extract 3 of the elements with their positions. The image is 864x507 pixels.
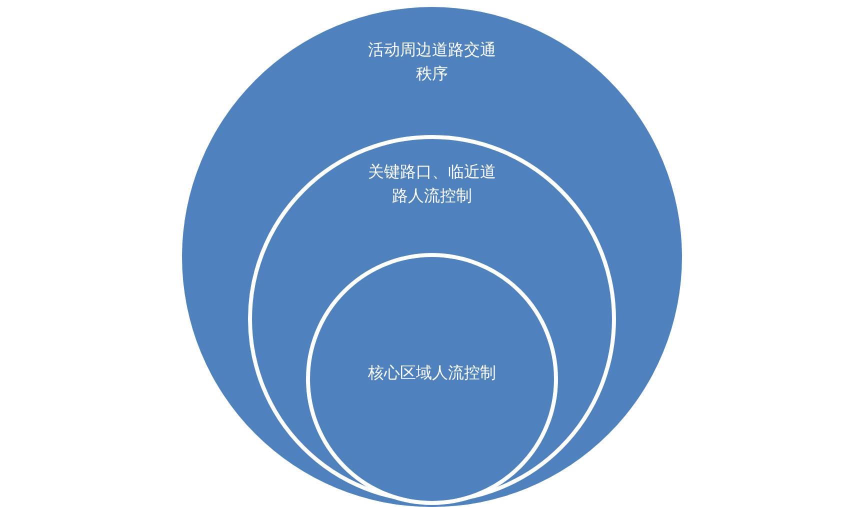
region-label: 活动周边道路交通秩序 [367,39,497,85]
region-label: 核心区域人流控制 [367,362,497,384]
region-label: 关键路口、临近道路人流控制 [367,161,497,207]
